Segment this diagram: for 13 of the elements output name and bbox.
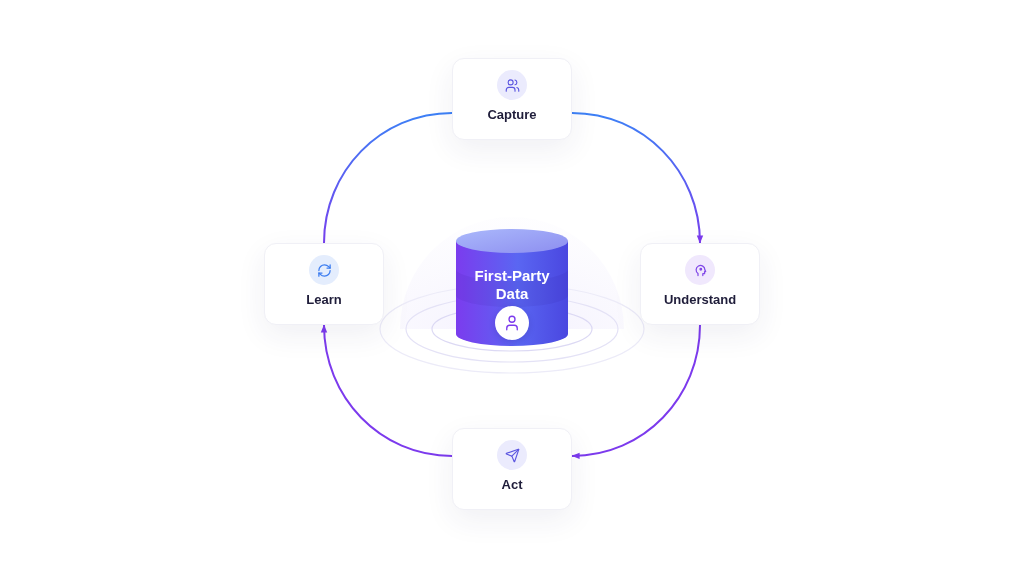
step-label: Capture <box>487 107 537 123</box>
curved-line <box>323 111 453 244</box>
curved-arrow <box>321 324 453 457</box>
step-label: Act <box>501 477 523 493</box>
curved-arrow <box>571 324 701 459</box>
step-card <box>640 243 760 325</box>
curved-arrow <box>571 111 703 244</box>
cylinder-label: First-Party Data <box>473 267 551 303</box>
step-label: Understand <box>663 292 737 308</box>
step-card <box>452 58 572 140</box>
step-label: Learn <box>306 292 342 308</box>
step-card <box>452 428 572 510</box>
step-card <box>264 243 384 325</box>
